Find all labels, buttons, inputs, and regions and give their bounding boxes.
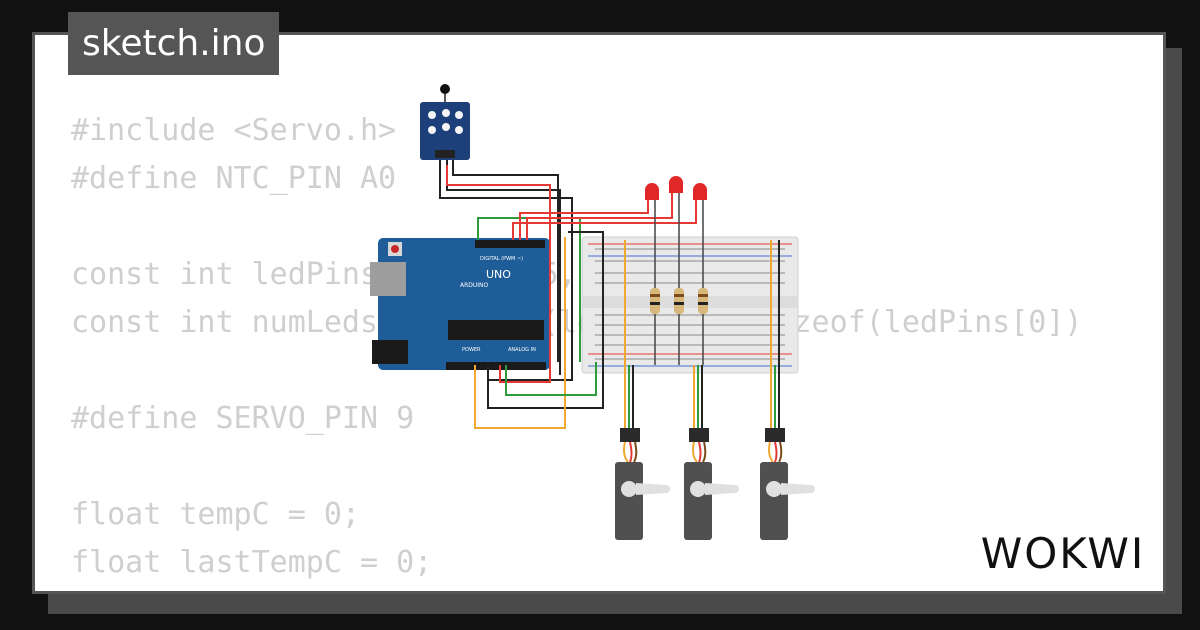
breadboard-icon	[581, 236, 799, 374]
code-line: #include <Servo.h>	[71, 113, 397, 148]
servo-icon	[684, 428, 739, 540]
board-label: UNO	[486, 268, 511, 281]
wires	[439, 160, 780, 430]
ntc-sensor-module-icon	[420, 84, 470, 160]
power-label: POWER	[462, 347, 481, 353]
digital-label: DIGITAL (PWM ~)	[480, 256, 523, 262]
servo-icon	[615, 428, 670, 540]
code-line: float tempC = 0;	[71, 497, 360, 532]
arduino-uno-icon: UNO ARDUINO DIGITAL (PWM ~) POWER ANALOG…	[370, 238, 550, 370]
code-line: #define NTC_PIN A0	[71, 161, 397, 196]
resistor-icon	[650, 288, 708, 314]
code-line: #define SERVO_PIN 9	[71, 401, 415, 436]
board-brand: ARDUINO	[460, 282, 489, 289]
wokwi-logo-icon: WOKWI	[981, 529, 1146, 578]
code-line: float lastTempC = 0;	[71, 545, 433, 580]
servo-icon	[760, 428, 815, 540]
file-tab[interactable]: sketch.ino	[68, 12, 280, 75]
logo-text: WOKWI	[981, 529, 1146, 578]
led-icon	[645, 176, 707, 200]
analog-label: ANALOG IN	[508, 347, 536, 353]
